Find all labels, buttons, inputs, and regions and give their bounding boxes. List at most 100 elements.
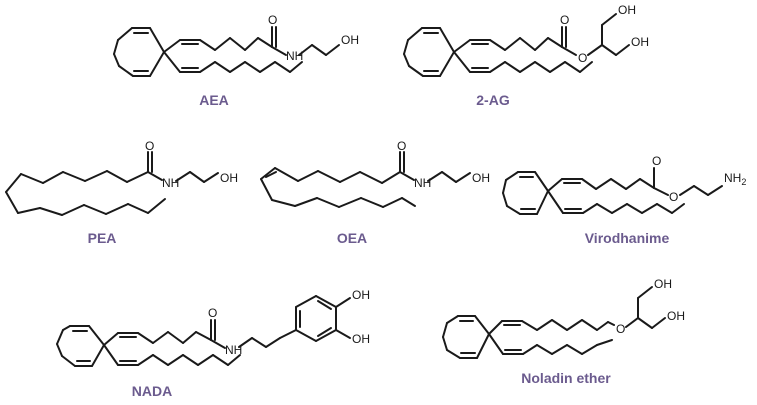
atom-label: NH: [162, 176, 179, 190]
bond: [294, 197, 318, 207]
atom-label: O: [560, 13, 569, 27]
bond: [607, 321, 615, 326]
bond: [271, 46, 287, 56]
bond: [274, 61, 291, 73]
bond: [260, 167, 276, 180]
bond: [149, 27, 165, 53]
bond: [106, 170, 128, 183]
bond: [195, 331, 212, 341]
bond: [279, 329, 297, 339]
bond: [315, 295, 337, 308]
bond: [489, 61, 506, 73]
bond: [84, 170, 108, 182]
double-bond: [317, 327, 332, 337]
atom-label: NH: [286, 49, 303, 63]
bond: [522, 344, 538, 355]
bond: [199, 61, 216, 73]
bond: [579, 61, 593, 73]
bond: [587, 44, 603, 56]
atom-label: OH: [618, 3, 636, 17]
bond: [244, 61, 261, 73]
bond: [182, 331, 197, 344]
atom-label: O: [208, 306, 217, 320]
bond: [403, 39, 409, 55]
bond: [189, 171, 205, 183]
bond: [91, 344, 105, 367]
bond: [639, 178, 655, 189]
bond: [566, 344, 583, 355]
bond: [566, 319, 583, 331]
atom-label: OH: [220, 171, 238, 185]
bond: [610, 178, 627, 190]
bond: [274, 167, 299, 182]
bond: [534, 171, 549, 192]
bond: [403, 53, 410, 67]
bond: [653, 187, 669, 196]
bond: [641, 203, 658, 214]
bond: [311, 44, 327, 56]
bond: [251, 337, 267, 348]
bond: [210, 339, 226, 349]
bond: [453, 51, 471, 73]
bond: [505, 171, 519, 181]
bond: [547, 178, 563, 192]
bond: [551, 319, 568, 331]
atom-label: NH: [225, 343, 242, 357]
bond: [163, 51, 181, 73]
bond: [488, 320, 503, 335]
bond: [408, 65, 424, 77]
bond: [137, 354, 154, 366]
atom-label: OH: [631, 35, 649, 49]
label-virodhanime: Virodhanime: [584, 230, 670, 246]
structure-nada: O NH OH OH: [56, 288, 370, 367]
label-nada: NADA: [131, 383, 173, 399]
bond: [476, 333, 490, 359]
bond: [637, 317, 653, 329]
bond: [707, 185, 723, 196]
bond: [118, 65, 134, 77]
bond: [651, 317, 666, 329]
double-bond: [317, 300, 332, 310]
bond: [117, 27, 133, 41]
bond: [289, 61, 303, 73]
bond: [521, 320, 538, 331]
bond: [175, 171, 191, 182]
atom-label: NH2: [724, 171, 746, 187]
double-bond: [265, 171, 277, 178]
bond: [5, 191, 19, 214]
label-aea: AEA: [199, 92, 229, 108]
bond: [359, 171, 383, 184]
bond: [506, 205, 521, 215]
bond: [317, 170, 341, 183]
bond: [214, 37, 231, 51]
bond: [360, 197, 384, 208]
bond: [17, 207, 41, 214]
bond: [625, 178, 641, 190]
atom-label: OH: [352, 288, 370, 302]
bond: [316, 197, 340, 208]
bond: [338, 197, 362, 208]
atom-label: OH: [352, 332, 370, 346]
bond: [536, 319, 553, 331]
atom-label: NH: [414, 176, 431, 190]
bond: [596, 321, 609, 331]
bond: [325, 44, 340, 56]
bond: [103, 344, 119, 366]
bond: [137, 332, 154, 344]
bond: [212, 354, 229, 366]
bond: [62, 171, 86, 182]
bond: [626, 203, 643, 214]
bond: [227, 354, 241, 366]
atom-label: OH: [654, 277, 672, 291]
label-oea: OEA: [336, 230, 368, 246]
bond: [339, 171, 361, 183]
bond: [519, 37, 536, 51]
bond: [446, 315, 459, 324]
bond: [502, 192, 508, 207]
bond: [259, 61, 276, 73]
bond: [271, 199, 296, 207]
